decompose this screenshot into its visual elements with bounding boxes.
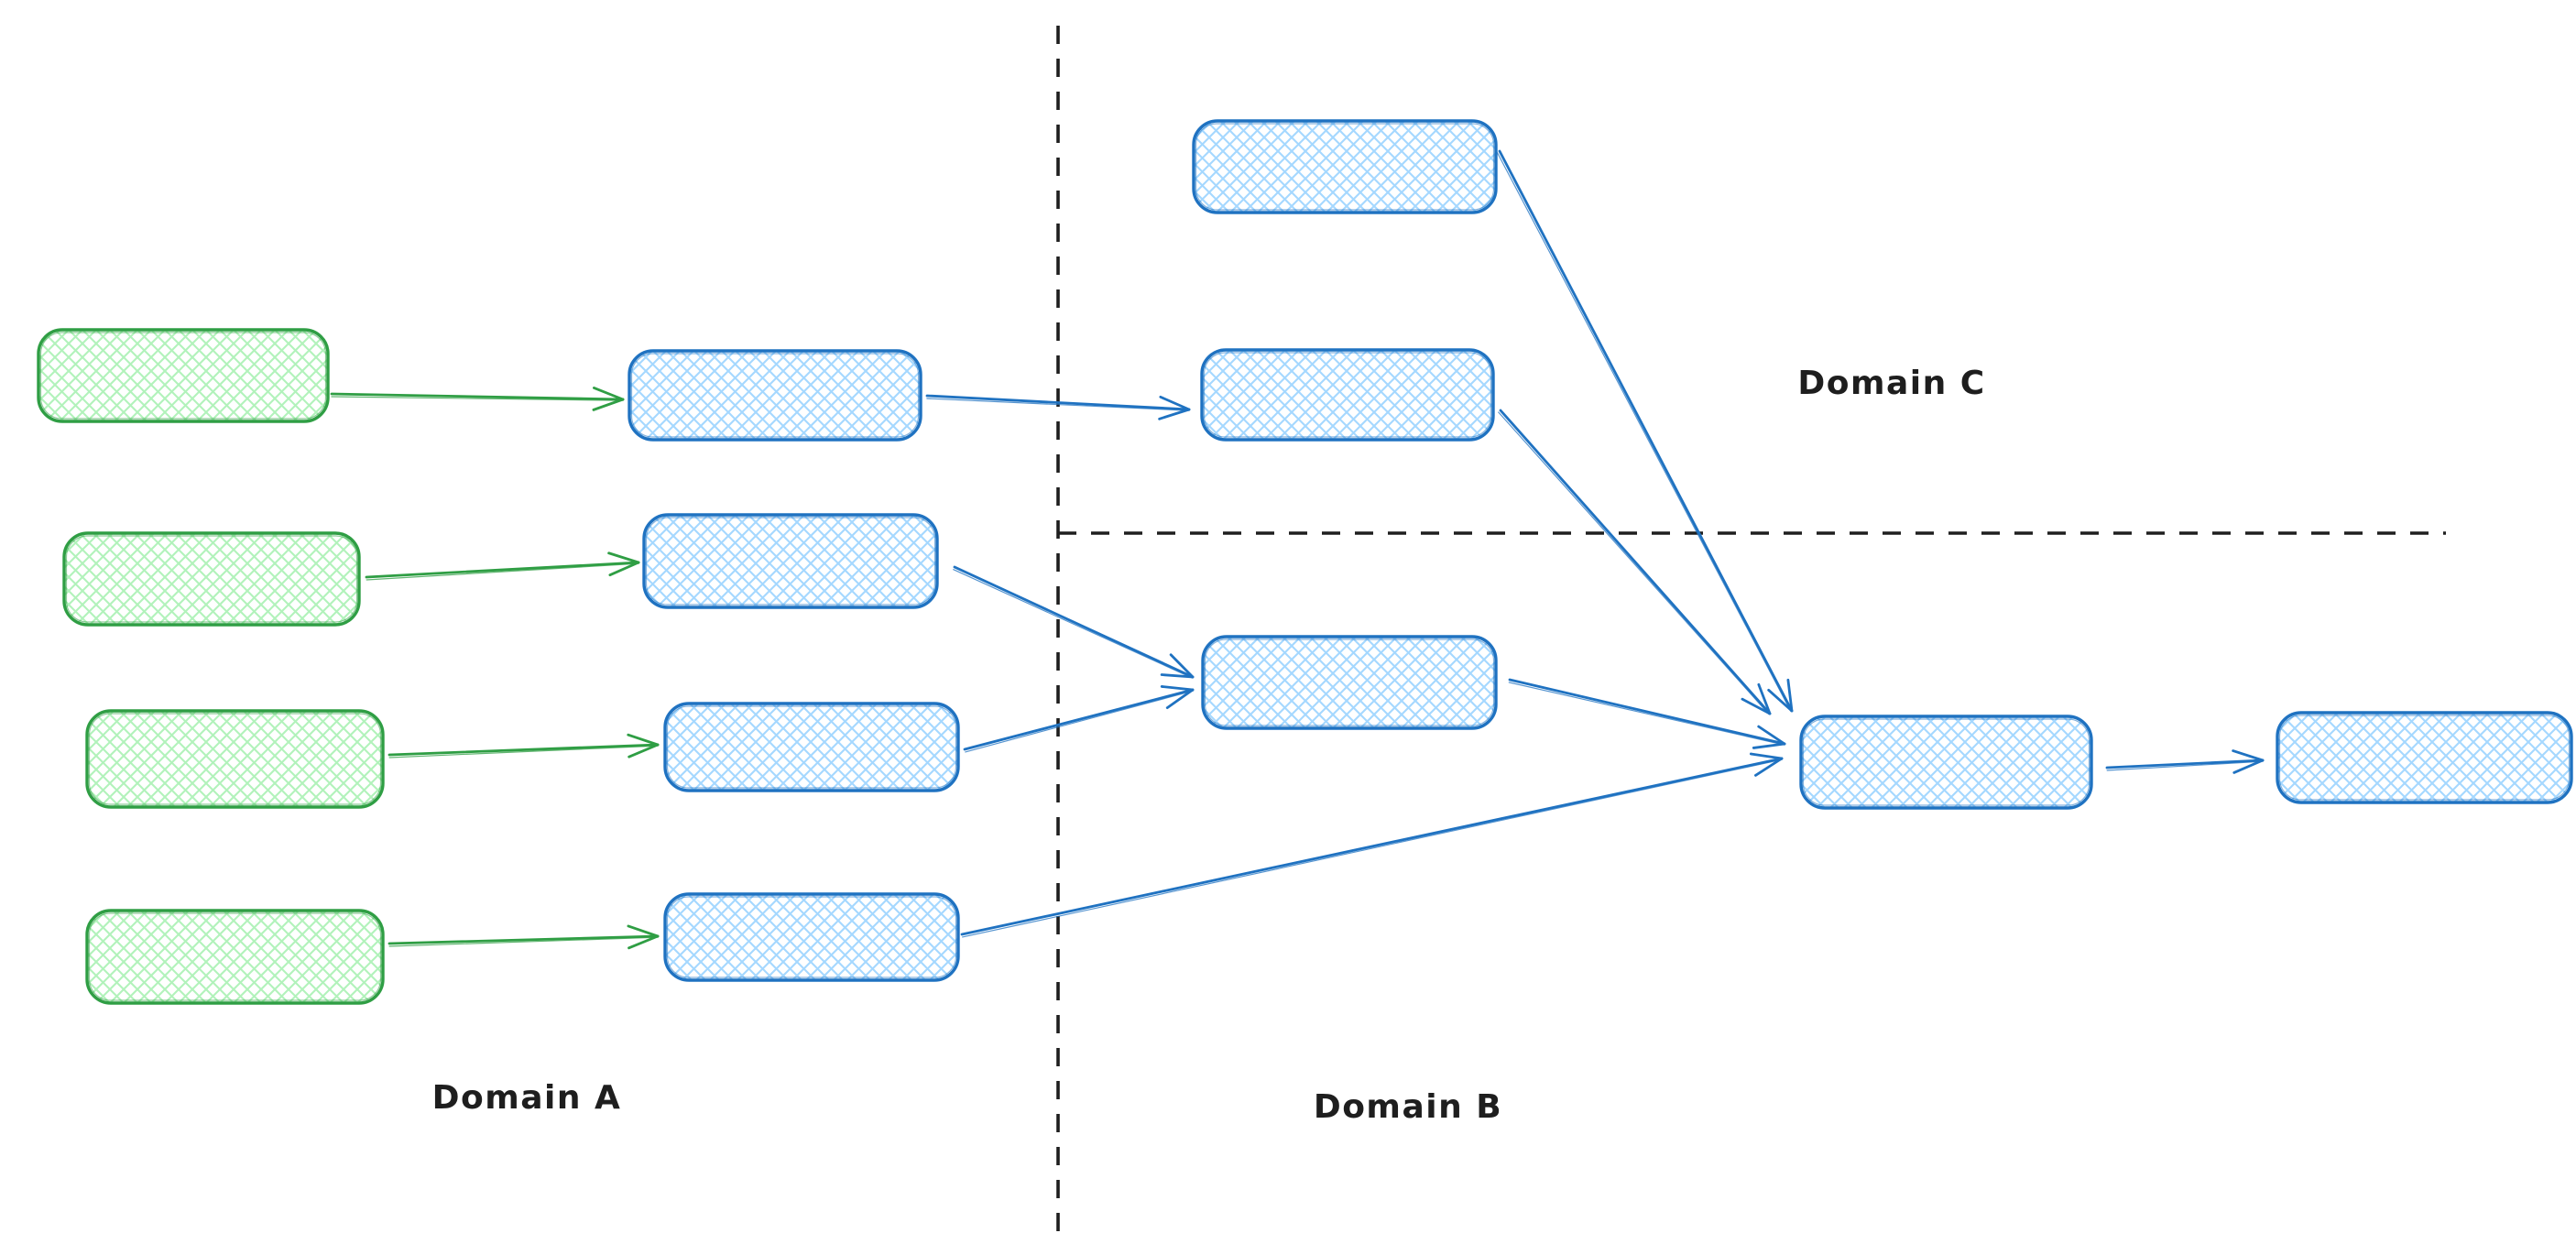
- domain-a-label: Domain A: [432, 1079, 622, 1117]
- arrow-source-a3-to-process-a3: [387, 733, 660, 758]
- arrow-domain-b-mid-to-aggregator: [1508, 678, 1786, 749]
- node-domain-c-top: [1192, 119, 1498, 214]
- node-process-a2: [642, 513, 939, 609]
- domain-c-label: Domain C: [1797, 365, 1985, 402]
- domain-b-label: Domain B: [1314, 1088, 1502, 1126]
- node-aggregator: [1799, 715, 2093, 810]
- node-domain-c-mid: [1200, 348, 1495, 442]
- arrow-aggregator-to-sink: [2105, 749, 2265, 774]
- node-process-a1: [628, 349, 922, 442]
- arrows-layer: [330, 149, 2265, 950]
- domain-dividers: [1056, 26, 2446, 1232]
- nodes-layer: [37, 119, 2573, 1005]
- arrow-process-a1-to-domain-c-mid: [925, 394, 1191, 420]
- arrow-source-a1-to-process-a1: [330, 387, 625, 411]
- arrow-source-a2-to-process-a2: [365, 551, 640, 581]
- node-domain-b-mid: [1201, 635, 1498, 730]
- labels-layer: Domain A Domain B Domain C: [432, 365, 1985, 1126]
- node-process-a3: [663, 702, 960, 792]
- node-process-a4: [663, 892, 960, 982]
- node-source-a2: [62, 531, 361, 627]
- arrow-domain-c-mid-to-aggregator: [1498, 409, 1772, 715]
- node-source-a3: [85, 709, 385, 809]
- node-source-a1: [37, 328, 330, 423]
- arrow-process-a2-to-domain-b-mid: [953, 565, 1195, 679]
- node-source-a4: [85, 909, 385, 1005]
- arrow-process-a4-to-aggregator: [960, 752, 1784, 938]
- arrow-process-a3-to-domain-b-mid: [963, 685, 1195, 753]
- node-sink: [2276, 711, 2573, 804]
- arrow-source-a4-to-process-a4: [387, 924, 660, 950]
- arrow-domain-c-top-to-aggregator: [1496, 149, 1794, 713]
